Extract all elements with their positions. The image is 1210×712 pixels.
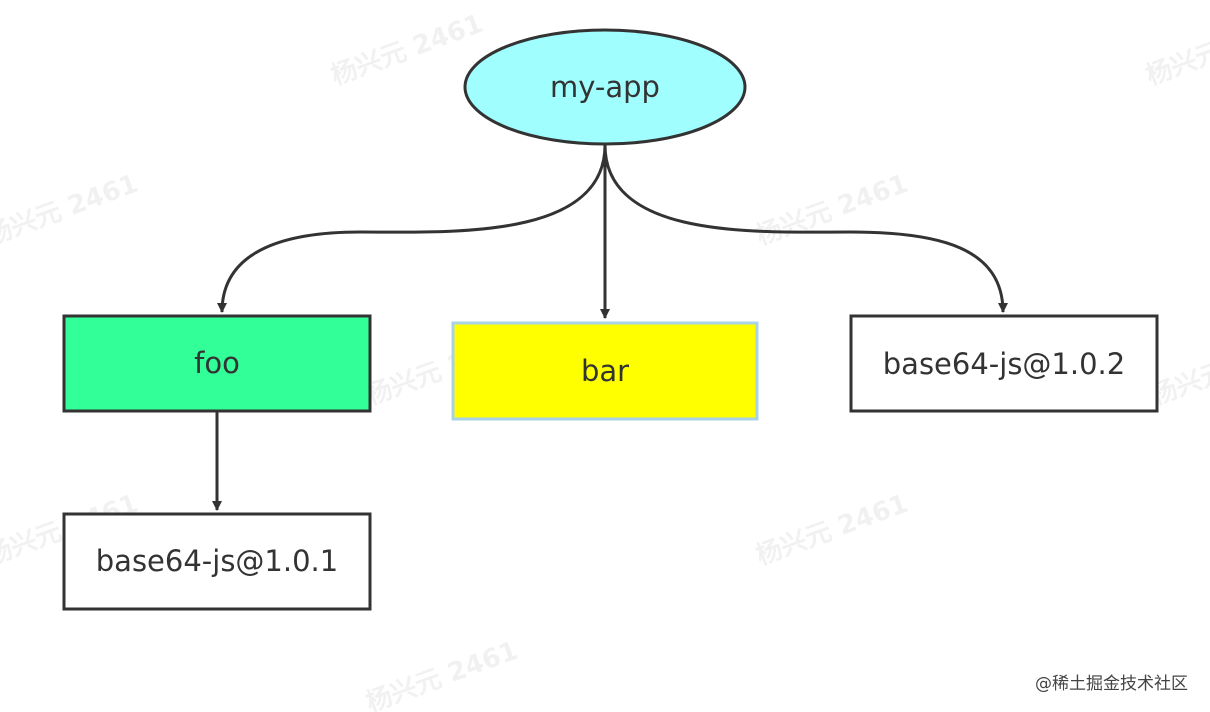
edge-layer: [212, 144, 1008, 511]
watermark: 杨兴元 2461: [1142, 9, 1210, 92]
node-base64-js-101-shape: [62, 512, 372, 611]
node-my-app: my-app: [463, 28, 747, 146]
node-my-app-label: my-app: [550, 70, 660, 104]
node-bar: bar: [451, 321, 759, 421]
node-bar-shape: [451, 321, 759, 421]
node-base64-js-102-shape: [849, 314, 1159, 413]
node-bar-label: bar: [581, 354, 629, 388]
watermark: 杨兴元 2461: [327, 9, 487, 92]
watermark: 杨兴元 2461: [0, 169, 142, 252]
edge-my-app-to-base64-js-102: [603, 144, 1008, 313]
watermark: 杨兴元 2461: [752, 489, 912, 572]
edge-my-app-to-foo: [217, 144, 607, 313]
node-foo-shape: [62, 314, 372, 413]
node-foo-label: foo: [194, 346, 240, 380]
watermark: 杨兴元 2461: [362, 636, 522, 712]
node-foo: foo: [62, 314, 372, 413]
node-base64-js-101-label: base64-js@1.0.1: [96, 544, 338, 578]
node-base64-js-102-label: base64-js@1.0.2: [883, 347, 1125, 381]
site-credit: @稀土掘金技术社区: [1035, 674, 1188, 694]
watermark: 杨兴元 2461: [752, 169, 912, 252]
node-base64-js-102: base64-js@1.0.2: [849, 314, 1159, 413]
node-base64-js-101: base64-js@1.0.1: [62, 512, 372, 611]
node-my-app-shape: [463, 28, 747, 146]
